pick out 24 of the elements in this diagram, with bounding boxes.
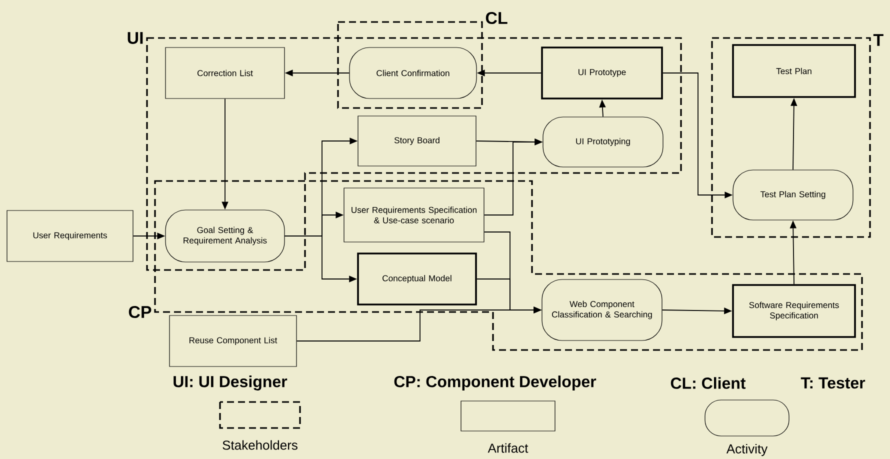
activity-box: Test Plan Setting	[732, 170, 854, 220]
activity-box: UI Prototyping	[542, 116, 664, 168]
activity-box: Client Confirmation	[349, 47, 477, 99]
role-label: CL: Client	[670, 377, 746, 389]
region-label: CP	[128, 306, 152, 318]
region-label: UI	[128, 32, 143, 44]
artifact-box: Story Board	[358, 116, 476, 166]
artifact-box: User Requirements Specification & Use-case scenario	[344, 188, 484, 242]
artifact-box: Software Requirements Specification	[732, 284, 856, 338]
legend-text: Activity	[726, 444, 768, 456]
region-label: T	[873, 34, 884, 46]
role-label: CP: Component Developer	[394, 376, 596, 390]
artifact-box: Reuse Component List	[169, 315, 297, 367]
activity-box: Web Component Classification & Searching	[542, 279, 662, 341]
activity-box: Goal Setting & Requirement Analysis	[165, 210, 285, 262]
artifact-box: Correction List	[165, 47, 285, 99]
legend-text: Artifact	[488, 443, 528, 453]
legend-text: Stakeholders	[222, 440, 298, 450]
artifact-box: Test Plan	[732, 44, 856, 98]
artifact-box: UI Prototype	[541, 46, 663, 100]
artifact-box: Conceptual Model	[357, 252, 477, 306]
artifact-box: User Requirements	[6, 210, 134, 262]
role-label: T: Tester	[800, 377, 866, 389]
region-label: CL	[486, 12, 508, 24]
